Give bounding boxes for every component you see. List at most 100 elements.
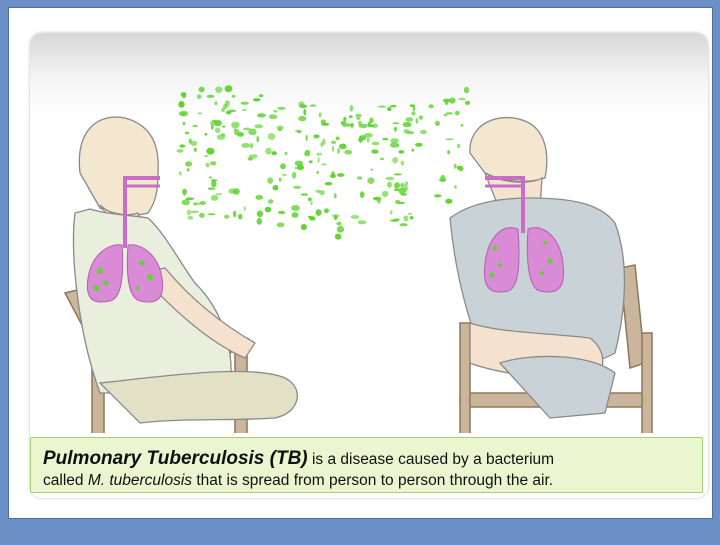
germ-particle [228, 188, 237, 193]
germ-particle [179, 111, 187, 116]
germ-particle [310, 201, 312, 205]
germ-particle [398, 188, 406, 195]
germ-particle [298, 116, 306, 121]
germ-particle [368, 125, 375, 128]
germ-particle [265, 207, 272, 213]
germ-particle [292, 172, 296, 179]
germ-particle [408, 213, 412, 215]
germ-particle [185, 132, 190, 135]
germ-particle [259, 94, 263, 97]
germ-particle [358, 220, 367, 224]
germ-particle [207, 95, 215, 98]
germ-particle [293, 186, 301, 189]
germ-particle [242, 109, 248, 111]
germ-particle [301, 224, 307, 230]
germ-particle [278, 211, 285, 214]
germ-particle [357, 176, 362, 179]
germ-particle [370, 169, 373, 171]
germ-particle [179, 171, 182, 175]
germ-particle [248, 129, 256, 136]
germ-particle [319, 190, 325, 195]
germ-particle [455, 111, 460, 116]
germ-particle [244, 206, 246, 211]
germ-particle [344, 150, 352, 155]
germ-particle [267, 177, 273, 183]
germ-particle [373, 197, 381, 201]
germ-particle [308, 216, 313, 218]
germ-particle [309, 160, 313, 163]
germ-particle [252, 154, 258, 159]
germ-particle [210, 121, 219, 126]
germ-particle [332, 145, 334, 152]
germ-particle [349, 115, 353, 118]
germ-particle [215, 87, 222, 93]
germ-particle [211, 195, 219, 201]
germ-particle [412, 149, 415, 152]
germ-particle [316, 209, 322, 216]
germ-particle [215, 127, 221, 133]
germ-particle [255, 195, 263, 200]
caption-text-3: that is spread from person to person thr… [192, 472, 553, 489]
germ-particle [211, 180, 216, 187]
germ-particle [400, 223, 408, 226]
germ-particle [197, 94, 202, 99]
germ-particle [198, 112, 202, 114]
germ-particle [279, 178, 282, 182]
germ-particle [445, 138, 454, 140]
germ-particle [282, 174, 287, 176]
germ-particle [415, 143, 423, 147]
germ-particle [229, 110, 236, 112]
germ-particle [324, 208, 329, 213]
germ-particle [390, 210, 392, 215]
germ-particle [182, 199, 190, 205]
germ-particle [272, 151, 277, 155]
germ-particle [178, 101, 184, 108]
germ-particle [439, 178, 447, 182]
germ-particle [393, 219, 400, 221]
germ-particle [372, 142, 380, 146]
germ-particle [265, 148, 272, 155]
germ-particle [210, 161, 216, 165]
germ-particle [241, 102, 249, 105]
germ-particle [380, 158, 384, 161]
germ-particle [464, 87, 469, 94]
germ-particle [355, 114, 361, 118]
germ-particle [367, 177, 374, 184]
germ-particle [188, 216, 194, 220]
germ-particle [257, 210, 263, 217]
germ-particle [321, 142, 323, 147]
germ-particle [465, 101, 470, 105]
germ-particle [295, 161, 304, 167]
germ-particle [387, 182, 392, 188]
germ-particle [187, 168, 190, 171]
germ-particle [308, 197, 312, 201]
germ-particle [232, 95, 235, 98]
germ-particle [410, 216, 414, 220]
germ-particle [316, 171, 319, 174]
caption-organism: M. tuberculosis [88, 472, 192, 489]
germ-particle [364, 133, 373, 137]
germ-particle [205, 163, 209, 168]
germ-particle [214, 101, 217, 105]
germ-particle [285, 152, 288, 155]
germ-particle [187, 210, 191, 216]
germ-particle [400, 183, 405, 188]
germ-particle [461, 124, 464, 127]
germ-particle [319, 112, 322, 117]
germ-particle [434, 194, 441, 197]
germ-particle [350, 123, 354, 128]
germ-particle [378, 106, 386, 108]
germ-particle [428, 104, 433, 108]
germ-particle [413, 104, 415, 111]
germ-particle [249, 154, 253, 160]
germ-particle [256, 136, 259, 142]
germ-particle [382, 138, 388, 141]
germ-particle [199, 87, 205, 93]
germ-particle [457, 144, 460, 148]
germ-particle [346, 123, 351, 126]
airborne-germ-cloud [177, 85, 471, 240]
germ-particle [334, 215, 338, 220]
germ-particle [238, 214, 243, 220]
germ-particle [443, 99, 451, 103]
germ-particle [351, 215, 360, 219]
